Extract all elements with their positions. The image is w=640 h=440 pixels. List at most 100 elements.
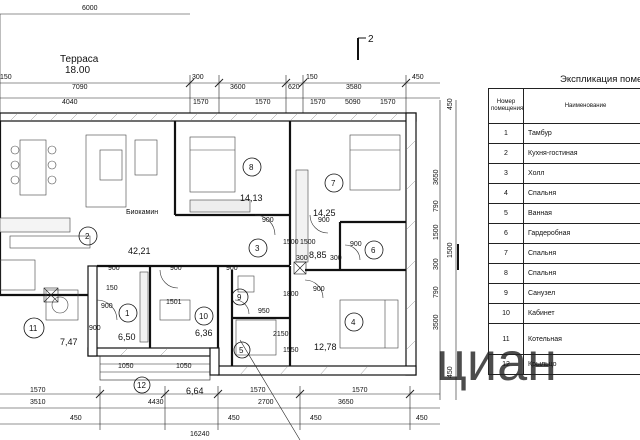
dim-top-9: 4040 <box>62 99 78 106</box>
dim-top-11: 1570 <box>310 99 326 106</box>
section-mark-label: 2 <box>368 34 374 45</box>
dim-inner-6: 900 <box>350 241 362 248</box>
room-markers <box>23 157 384 394</box>
row-name: Холл <box>523 163 640 184</box>
dim-inner-12: 1550 <box>283 347 299 354</box>
dim-bottom-3: 1050 <box>176 363 192 370</box>
room-area-4: 12,78 <box>314 342 337 352</box>
room-marker-7 <box>324 173 344 193</box>
row-name: Спальня <box>523 243 640 264</box>
dim-inner-14: 300 <box>296 255 308 262</box>
dim-right-7: 790 <box>433 286 440 298</box>
dim-right-5: 1500 <box>447 242 454 258</box>
row-name: Спальня <box>523 263 640 284</box>
dim-bottom-2: 1050 <box>118 363 134 370</box>
porch-steps <box>99 339 301 440</box>
room-number-2: 2 <box>85 232 90 241</box>
room-area-11: 7,47 <box>60 337 78 347</box>
dim-right-3: 790 <box>433 200 440 212</box>
dim-bottom-13: 450 <box>416 415 428 422</box>
row-number: 4 <box>488 183 524 204</box>
dim-top-8: 1570 <box>255 99 271 106</box>
row-number: 12 <box>488 354 524 375</box>
row-name: Ванная <box>523 203 640 224</box>
dim-top-5: 3580 <box>346 84 362 91</box>
bed-room-4 <box>339 299 399 349</box>
desk-room-10 <box>159 299 191 321</box>
row-number: 9 <box>488 283 524 304</box>
dim-right-4: 1500 <box>433 224 440 240</box>
room-marker-12 <box>133 376 151 394</box>
dim-inner-16: 150 <box>106 285 118 292</box>
dim-top-7: 7090 <box>72 84 88 91</box>
room-areas: 6,50 42,21 8,85 12,78 14,25 14,13 6,36 7… <box>60 193 337 396</box>
dim-inner-2: 900 <box>170 265 182 272</box>
row-name: Котельная <box>523 323 640 355</box>
dim-inner-11: 2150 <box>273 331 289 338</box>
terrace-area: 18.00 <box>65 65 90 76</box>
dim-inner-4: 900 <box>262 217 274 224</box>
room-marker-10 <box>194 306 214 326</box>
row-number: 7 <box>488 243 524 264</box>
dim-overall-top: 6000 <box>82 5 98 12</box>
room-number-5: 5 <box>239 346 244 355</box>
room-number-3: 3 <box>255 244 260 253</box>
header-number: Номер помещения <box>488 88 524 124</box>
dim-top-3: 620 <box>288 84 300 91</box>
dim-top-4: 150 <box>306 74 318 81</box>
biokamin-label: Биокамин <box>126 209 158 216</box>
dim-top-6: 450 <box>412 74 424 81</box>
room-marker-3 <box>248 238 268 258</box>
dim-top-2: 3600 <box>230 84 246 91</box>
dim-right-2: 3650 <box>433 169 440 185</box>
dim-bottom-9: 3650 <box>338 399 354 406</box>
dim-top-10: 1570 <box>193 99 209 106</box>
dim-inner-5: 900 <box>318 217 330 224</box>
room-marker-9 <box>231 288 249 306</box>
row-number: 2 <box>488 143 524 164</box>
dim-right-1: 450 <box>447 98 454 110</box>
row-number: 5 <box>488 203 524 224</box>
header-name: Наименование <box>523 88 640 124</box>
room-marker-2 <box>78 226 98 246</box>
dim-inner-18: 900 <box>101 303 113 310</box>
room-schedule-header: Номер помещения Наименование <box>488 88 640 124</box>
room-area-1: 6,50 <box>118 332 136 342</box>
bottom-dimensions: 1570 1050 1050 1570 1570 3510 4430 2700 … <box>30 363 428 438</box>
room-area-3: 8,85 <box>309 250 327 260</box>
row-number: 3 <box>488 163 524 184</box>
dim-inner-7: 900 <box>313 286 325 293</box>
dim-top-12: 5090 <box>345 99 361 106</box>
room-number-12: 12 <box>137 381 146 390</box>
dim-bottom-11: 450 <box>228 415 240 422</box>
right-dimensions: 450 3650 790 1500 1500 300 790 3500 450 <box>433 98 454 378</box>
dim-inner-8: 900 <box>89 325 101 332</box>
dim-bottom-5: 1570 <box>352 387 368 394</box>
room-marker-6 <box>364 240 384 260</box>
furniture <box>0 134 401 356</box>
dim-top-1: 300 <box>192 74 204 81</box>
row-name: Санузел <box>523 283 640 304</box>
room-number-8: 8 <box>249 163 254 172</box>
dim-inner-13: 1500 <box>300 239 316 246</box>
room-marker-8 <box>242 157 262 177</box>
row-number: 1 <box>488 123 524 144</box>
section-mark: 2 <box>357 34 459 270</box>
row-name: Тамбур <box>523 123 640 144</box>
room-number-11: 11 <box>29 324 38 333</box>
dim-inner-10: 1500 <box>283 239 299 246</box>
bathtub <box>235 319 277 356</box>
row-name: Спальня <box>523 183 640 204</box>
dim-right-9: 450 <box>447 366 454 378</box>
dim-top-13: 1570 <box>380 99 396 106</box>
row-name: Кабинет <box>523 303 640 324</box>
